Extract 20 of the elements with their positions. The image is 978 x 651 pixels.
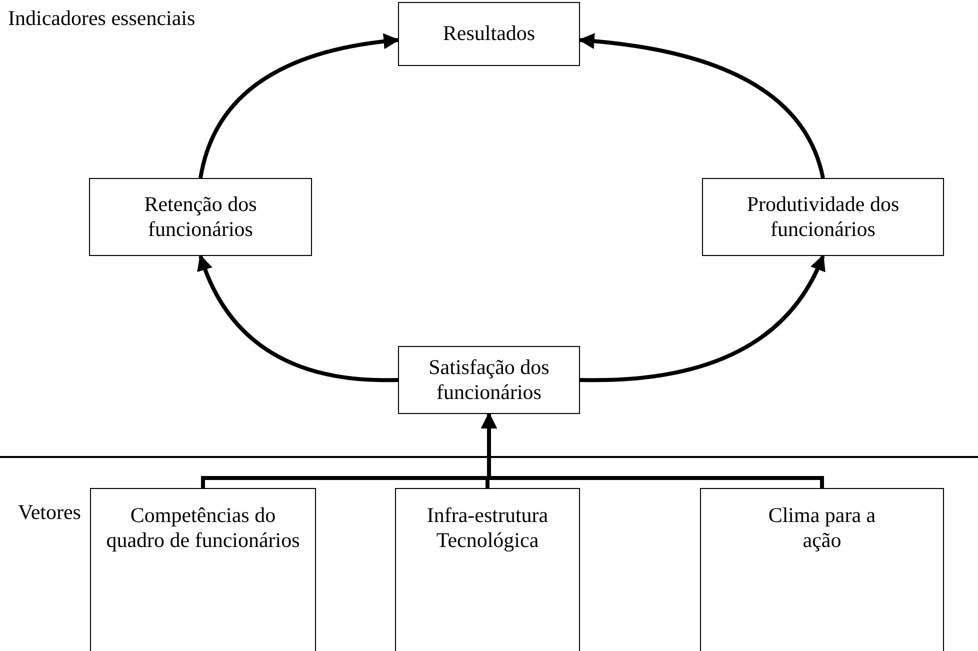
process-box: [90, 488, 316, 651]
process-box: [89, 178, 312, 256]
process-box: [395, 488, 580, 651]
section-label: Indicadores essenciais: [8, 6, 196, 31]
process-box: [398, 346, 580, 414]
box-label: Infra-estrutura Tecnológica: [426, 503, 550, 554]
box-label: Competências do quadro de funcionários: [105, 503, 301, 554]
box-label: Satisfação dos funcionários: [428, 354, 550, 406]
box-label: Clima para a ação: [767, 503, 877, 554]
arrow: [578, 33, 825, 179]
arrow: [198, 254, 398, 382]
box-label: Retenção dos funcionários: [143, 192, 258, 242]
box-label: Resultados: [442, 21, 536, 47]
process-box: [398, 2, 580, 66]
process-box: [700, 488, 944, 651]
process-box: [702, 178, 944, 256]
section-label: Vetores: [18, 500, 81, 525]
arrow: [198, 34, 400, 178]
arrow: [580, 254, 825, 382]
box-label: Produtividade dos funcionários: [746, 192, 900, 242]
